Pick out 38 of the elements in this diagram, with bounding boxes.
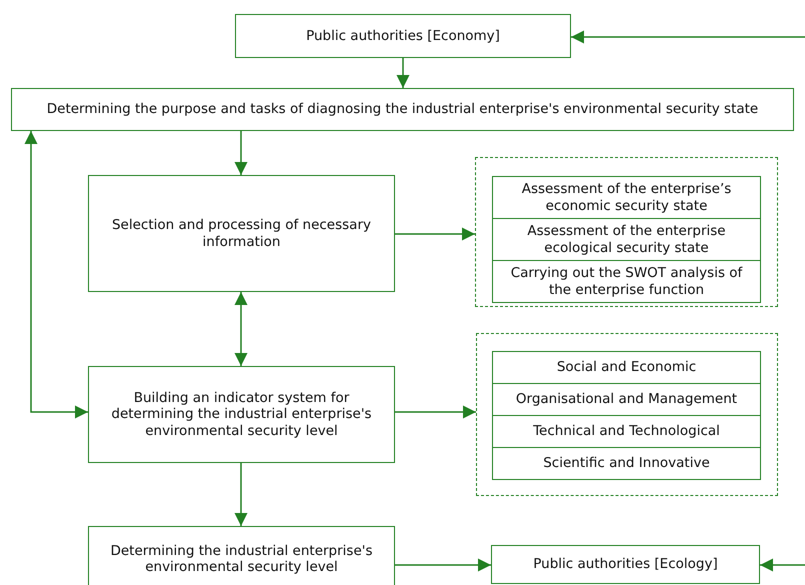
list-item-box (492, 415, 761, 448)
node-text: Technical and Technological (532, 423, 721, 440)
arrow (395, 406, 476, 418)
node-text: Selection and processing of necessary information (110, 217, 372, 250)
process-box (11, 88, 794, 131)
node-text: Determining the purpose and tasks of diagnosing the industrial enterprise's environmental security state (46, 101, 760, 118)
node-text: Public authorities [Ecology] (532, 556, 719, 573)
process-box (235, 14, 571, 58)
list-item-box (492, 218, 761, 261)
arrow (760, 558, 805, 572)
arrow (234, 463, 248, 526)
node-text: Carrying out the SWOT analysis of the enterprise function (510, 265, 744, 298)
process-box (88, 366, 395, 463)
process-box (491, 545, 760, 584)
arrow (234, 292, 248, 366)
node-text: Social and Economic (556, 359, 698, 376)
arrow (234, 131, 248, 175)
node-text: Public authorities [Economy] (305, 28, 501, 44)
list-item-box (492, 383, 761, 416)
list-item-box (492, 447, 761, 480)
arrow (24, 131, 88, 418)
dashed-group-box (476, 333, 778, 496)
process-box (88, 526, 395, 585)
list-item-box (492, 351, 761, 384)
arrow (395, 558, 491, 572)
process-box (88, 175, 395, 292)
list-item-box (492, 260, 761, 303)
node-text: Determining the industrial enterprise's environmental security level (109, 542, 374, 576)
arrow (571, 30, 805, 44)
node-text: Scientific and Innovative (542, 455, 711, 472)
dashed-group-box (475, 157, 778, 307)
node-text: Organisational and Management (514, 391, 738, 408)
arrow (396, 58, 410, 88)
node-text: Assessment of the enterprise ecological security state (526, 223, 727, 256)
arrow (395, 228, 475, 240)
node-text: Assessment of the enterprise’s economic security state (520, 181, 732, 214)
node-text: Building an indicator system for determining the industrial enterprise's environmental security level (110, 390, 373, 439)
list-item-box (492, 176, 761, 219)
